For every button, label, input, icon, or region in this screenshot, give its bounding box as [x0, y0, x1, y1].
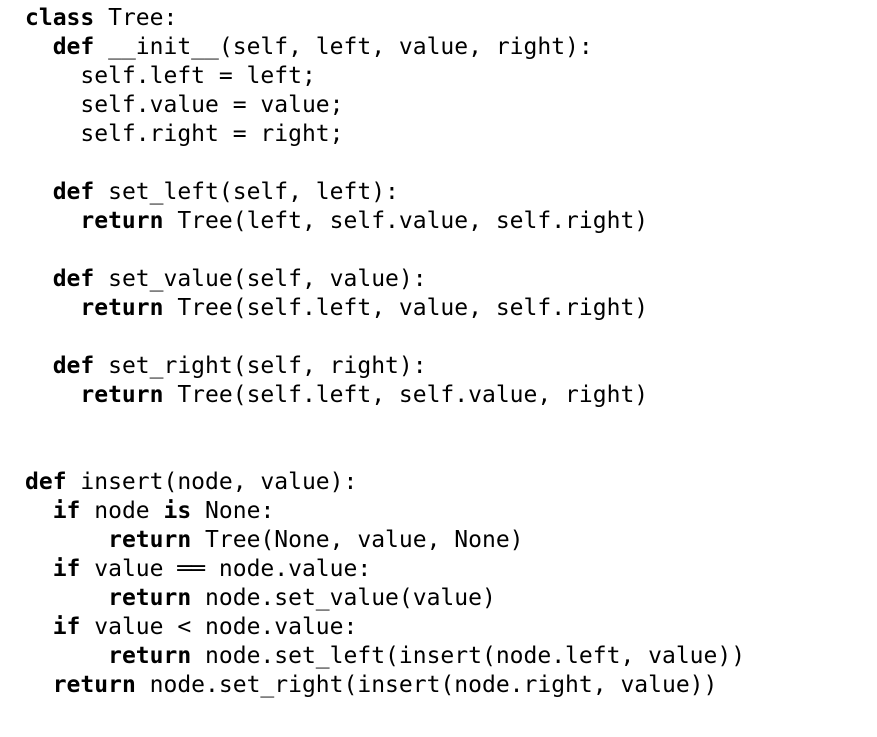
code-token: self.right = right; [25, 121, 344, 147]
code-token [25, 527, 108, 553]
code-line: self.value = value; [25, 91, 877, 120]
code-token: Tree(None, value, None) [191, 527, 524, 553]
code-token: value < node.value: [80, 614, 358, 640]
code-token: node.set_right(insert(node.right, value)… [135, 672, 718, 698]
code-token: Tree(self.left, value, self.right) [163, 295, 649, 321]
keyword-token: return [80, 295, 164, 321]
code-line: return node.set_right(insert(node.right,… [25, 671, 877, 700]
code-line: return node.set_value(value) [25, 584, 877, 613]
code-line: self.left = left; [25, 62, 877, 91]
code-token: value ══ node.value: [80, 556, 372, 582]
code-token: insert(node, value): [66, 469, 358, 495]
keyword-token: return [108, 527, 192, 553]
keyword-token: return [52, 672, 136, 698]
keyword-token: if [52, 556, 81, 582]
code-token [25, 498, 53, 524]
keyword-token: def [52, 353, 95, 379]
keyword-token: return [80, 382, 164, 408]
code-line: if value < node.value: [25, 613, 877, 642]
code-token [25, 556, 53, 582]
code-line: def set_value(self, value): [25, 265, 877, 294]
keyword-token: class [25, 5, 95, 31]
code-token [25, 34, 53, 60]
keyword-token: if [52, 498, 81, 524]
code-line: return Tree(left, self.value, self.right… [25, 207, 877, 236]
code-token: self.left = left; [25, 63, 316, 89]
code-line: return Tree(self.left, value, self.right… [25, 294, 877, 323]
code-token [25, 643, 108, 669]
code-block: class Tree: def __init__(self, left, val… [25, 4, 877, 700]
code-line: def insert(node, value): [25, 468, 877, 497]
code-line [25, 323, 877, 352]
code-token: node.set_left(insert(node.left, value)) [191, 643, 746, 669]
code-token: Tree(left, self.value, self.right) [163, 208, 649, 234]
code-token: node [80, 498, 164, 524]
code-line: return Tree(self.left, self.value, right… [25, 381, 877, 410]
code-line: return Tree(None, value, None) [25, 526, 877, 555]
keyword-token: return [108, 643, 192, 669]
keyword-token: def [52, 34, 95, 60]
keyword-token: def [25, 469, 67, 495]
keyword-token: def [52, 266, 95, 292]
code-token: self.value = value; [25, 92, 344, 118]
code-line: def set_right(self, right): [25, 352, 877, 381]
code-line [25, 236, 877, 265]
code-token [25, 672, 53, 698]
code-token: set_right(self, right): [94, 353, 427, 379]
code-line: if value ══ node.value: [25, 555, 877, 584]
code-line: class Tree: [25, 4, 877, 33]
code-line: self.right = right; [25, 120, 877, 149]
keyword-token: return [80, 208, 164, 234]
code-line: return node.set_left(insert(node.left, v… [25, 642, 877, 671]
code-token: Tree: [94, 5, 178, 31]
code-line: def set_left(self, left): [25, 178, 877, 207]
code-line: if node is None: [25, 497, 877, 526]
code-token [25, 179, 53, 205]
code-token: __init__(self, left, value, right): [94, 34, 593, 60]
code-token: None: [191, 498, 275, 524]
code-line [25, 439, 877, 468]
code-line [25, 410, 877, 439]
keyword-token: is [163, 498, 192, 524]
code-line: def __init__(self, left, value, right): [25, 33, 877, 62]
code-token [25, 295, 80, 321]
code-line [25, 149, 877, 178]
code-token [25, 353, 53, 379]
code-token [25, 208, 80, 234]
code-token [25, 585, 108, 611]
code-token: node.set_value(value) [191, 585, 496, 611]
code-token [25, 266, 53, 292]
code-token [25, 382, 80, 408]
keyword-token: if [52, 614, 81, 640]
code-token: set_value(self, value): [94, 266, 427, 292]
keyword-token: return [108, 585, 192, 611]
keyword-token: def [52, 179, 95, 205]
code-token: Tree(self.left, self.value, right) [163, 382, 649, 408]
code-token [25, 614, 53, 640]
code-token: set_left(self, left): [94, 179, 399, 205]
